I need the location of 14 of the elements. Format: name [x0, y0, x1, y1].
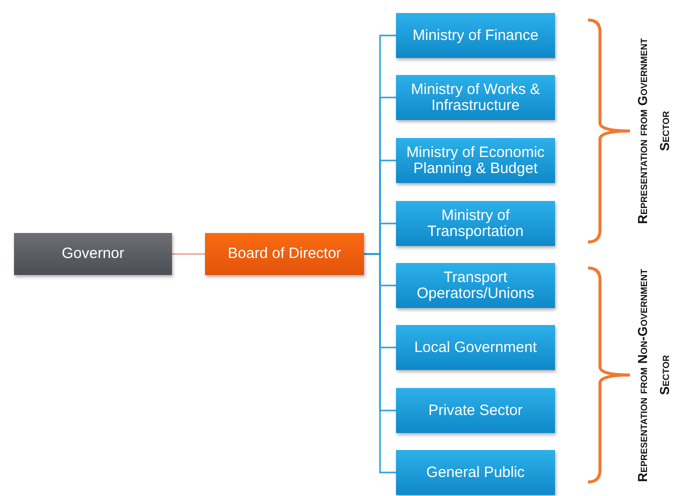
sector-label: Representation from Government Sector [634, 37, 673, 226]
connector-line [172, 253, 205, 255]
org-box: Ministry of Finance [396, 13, 555, 58]
org-box: Ministry of Transportation [396, 201, 555, 246]
org-box: Private Sector [396, 388, 555, 433]
org-box: Transport Operators/Unions [396, 263, 555, 308]
org-box: General Public [396, 450, 555, 495]
org-box: Ministry of Economic Planning & Budget [396, 138, 555, 183]
org-box: Local Government [396, 325, 555, 370]
org-box: Governor [14, 233, 172, 275]
sector-label: Representation from Non-Government Sector [634, 268, 673, 482]
connector-line [364, 253, 396, 474]
org-box: Ministry of Works & Infrastructure [396, 75, 555, 120]
org-box: Board of Director [205, 233, 364, 275]
